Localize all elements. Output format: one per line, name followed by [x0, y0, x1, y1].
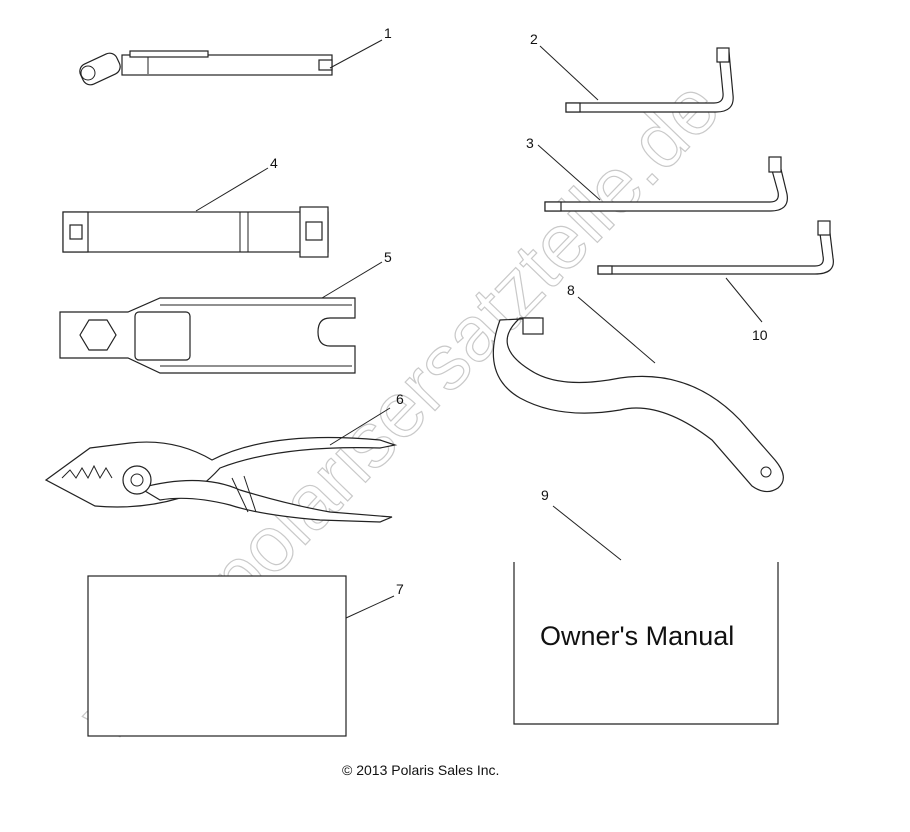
leader-3: [537, 144, 601, 201]
callout-4: 4: [270, 155, 278, 171]
part-7-document: [87, 575, 347, 737]
leader-2: [539, 45, 599, 101]
part-6-pliers: [44, 436, 398, 523]
callout-3: 3: [526, 135, 534, 151]
callout-7: 7: [396, 581, 404, 597]
leader-4: [195, 167, 269, 212]
callout-9: 9: [541, 487, 549, 503]
part-3-hex-key: [544, 156, 788, 212]
part-5-spanner-wrench: [59, 297, 356, 374]
part-9-owners-manual: Owner's Manual: [513, 562, 779, 725]
owners-manual-title: Owner's Manual: [540, 621, 734, 651]
callout-1: 1: [384, 25, 392, 41]
callout-6: 6: [396, 391, 404, 407]
callout-5: 5: [384, 249, 392, 265]
callout-10: 10: [752, 327, 768, 343]
leader-7: [345, 595, 395, 619]
callout-2: 2: [530, 31, 538, 47]
part-8-hook-spanner: [492, 317, 784, 493]
callout-8: 8: [567, 282, 575, 298]
leader-8: [577, 296, 656, 364]
copyright-text: © 2013 Polaris Sales Inc.: [342, 762, 499, 778]
part-1-tool: [79, 50, 333, 86]
part-10-hex-key: [597, 220, 834, 275]
part-2-hex-key: [565, 47, 734, 113]
leader-10: [725, 277, 763, 323]
leader-1: [329, 39, 383, 69]
leader-9: [552, 505, 622, 561]
part-4-socket-wrench: [62, 206, 329, 258]
leader-6: [329, 407, 391, 446]
leader-5: [321, 261, 383, 299]
